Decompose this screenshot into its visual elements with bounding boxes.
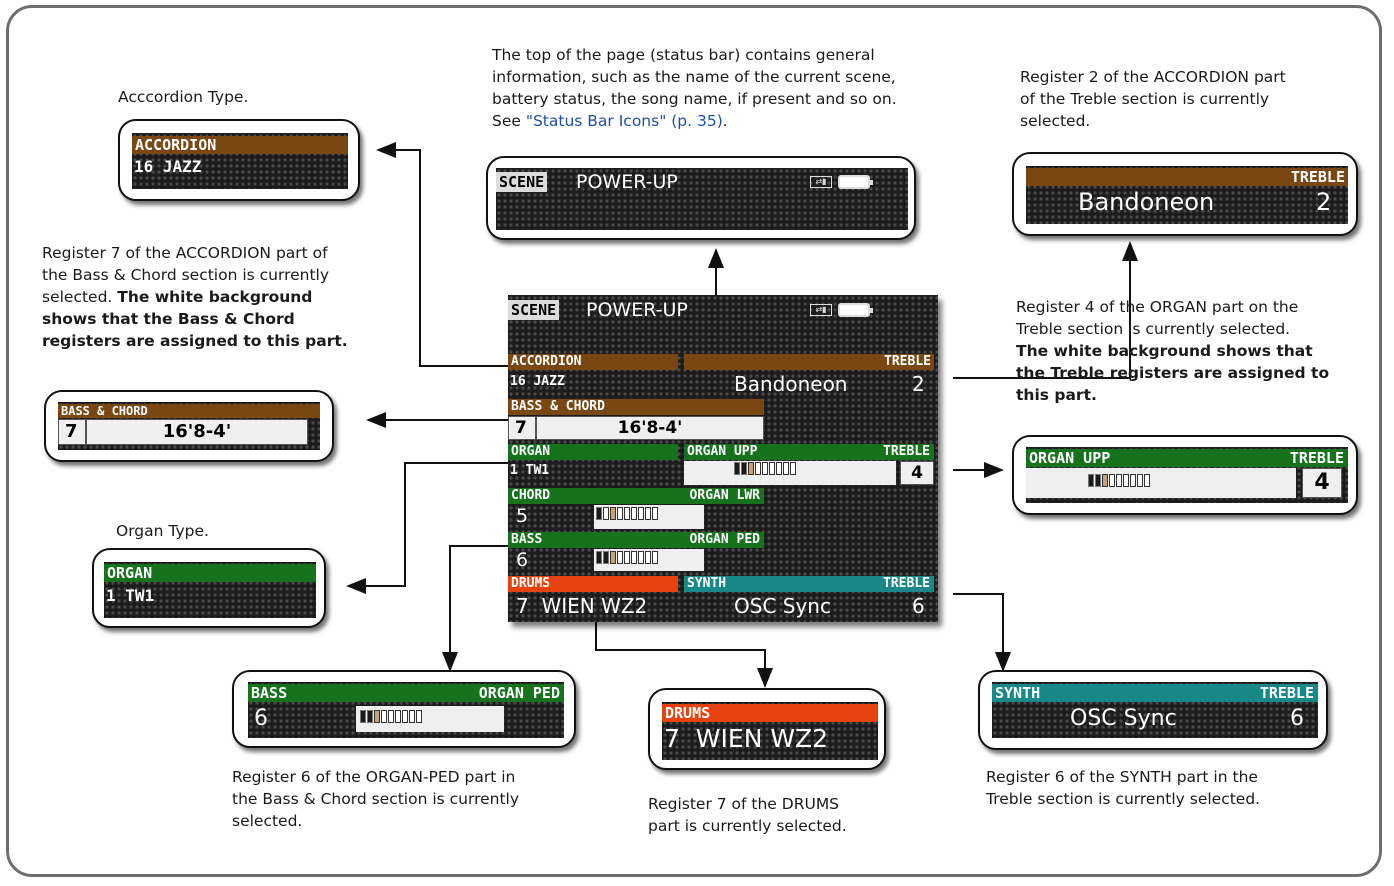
caption-organ-type: Organ Type. [116,522,209,540]
caption-organ-register: Register 4 of the ORGAN part on the Treb… [1016,298,1330,404]
organ-label: ORGAN [104,564,316,582]
arrow-drums [595,622,773,688]
treble-register: 2 [1316,188,1332,216]
main-bass-chord-value: 16'8-4' [536,416,764,440]
accordion-label: ACCORDION [132,136,348,154]
arrow-organ-ped [442,545,508,672]
popup-treble: TREBLE Bandoneon 2 [1012,152,1358,236]
main-drums-label: DRUMS [508,576,678,592]
bass-chord-label: BASS & CHORD [58,404,320,418]
caption-organ-ped: Register 6 of the ORGAN-PED part in the … [232,768,520,830]
bass-chord-value: 16'8-4' [86,419,308,445]
organ-value: 1 TW1 [106,586,155,605]
main-bass-chord-label: BASS & CHORD [508,399,764,415]
organ-ped-drawbars [360,710,422,723]
main-synth-register: 6 [912,594,925,618]
main-bass-chord-register: 7 [508,416,536,440]
caption-synth: Register 6 of the SYNTH part in the Treb… [986,768,1261,808]
popup-bass-chord: BASS & CHORD 7 16'8-4' [44,390,334,462]
arrow-treble [953,241,1138,379]
main-organ-upp-register: 4 [900,461,934,485]
arrow-organ-type [346,462,508,594]
main-organ-upp-drawbars [734,462,796,475]
caption-treble-register: Register 2 of the ACCORDION part of the … [1020,68,1286,130]
popup-status-bar: SCENE POWER-UP ⇄▮ [486,156,916,240]
main-battery-icon [838,303,873,317]
drums-label: DRUMS [662,704,878,722]
main-scene-tag: SCENE [508,300,560,320]
main-bass-register: 6 [516,549,529,571]
main-treble-label: TREBLE [684,354,934,370]
organ-upp-register: 4 [1302,468,1342,498]
synth-value: OSC Sync [1070,706,1177,731]
main-chord-register: 5 [516,505,529,527]
caption-bass-chord-register: Register 7 of the ACCORDION part of the … [42,244,348,350]
bass-chord-register: 7 [58,419,86,445]
bass-register: 6 [254,706,268,731]
usb-icon: ⇄▮ [810,176,832,188]
caption-accordion-type: Acccordion Type. [118,88,249,106]
synth-register: 6 [1290,706,1304,731]
arrow-synth [953,593,1011,672]
arrow-accordion-type [376,142,508,367]
main-screen: SCENE POWER-UP ⇄▮ ACCORDION TREBLE 16 JA… [508,295,938,622]
popup-accordion: ACCORDION 16 JAZZ [118,119,360,201]
main-synth-value: OSC Sync [734,594,831,618]
main-treble-value: Bandoneon [734,372,848,396]
popup-organ: ORGAN 1 TW1 [92,548,326,628]
main-treble-register: 2 [912,372,925,396]
main-drums-value: 7 WIEN WZ2 [516,594,648,618]
accordion-value: 16 JAZZ [134,157,202,176]
main-accordion-value: 16 JAZZ [510,374,565,389]
popup-drums: DRUMS 7 WIEN WZ2 [648,688,886,770]
treble-value: Bandoneon [1078,188,1215,216]
organ-upp-drawbars [1088,474,1150,487]
caption-drums: Register 7 of the DRUMS part is currentl… [648,795,847,835]
main-scene-name: POWER-UP [586,299,688,321]
battery-icon [838,175,873,189]
main-usb-icon: ⇄▮ [810,304,832,316]
main-organ-value: 1 TW1 [510,463,550,478]
main-organ-ped-drawbars [596,551,658,564]
main-organ-label: ORGAN [508,444,678,460]
scene-tag: SCENE [496,172,548,192]
drums-value: 7 WIEN WZ2 [664,724,829,753]
main-accordion-label: ACCORDION [508,354,678,370]
main-organ-lwr-drawbars [596,507,658,520]
status-bar-icons-link[interactable]: "Status Bar Icons" (p. 35) [525,112,723,130]
scene-name: POWER-UP [576,171,678,193]
caption-status-bar: The top of the page (status bar) contain… [492,46,897,130]
treble-label: TREBLE [1026,168,1348,186]
